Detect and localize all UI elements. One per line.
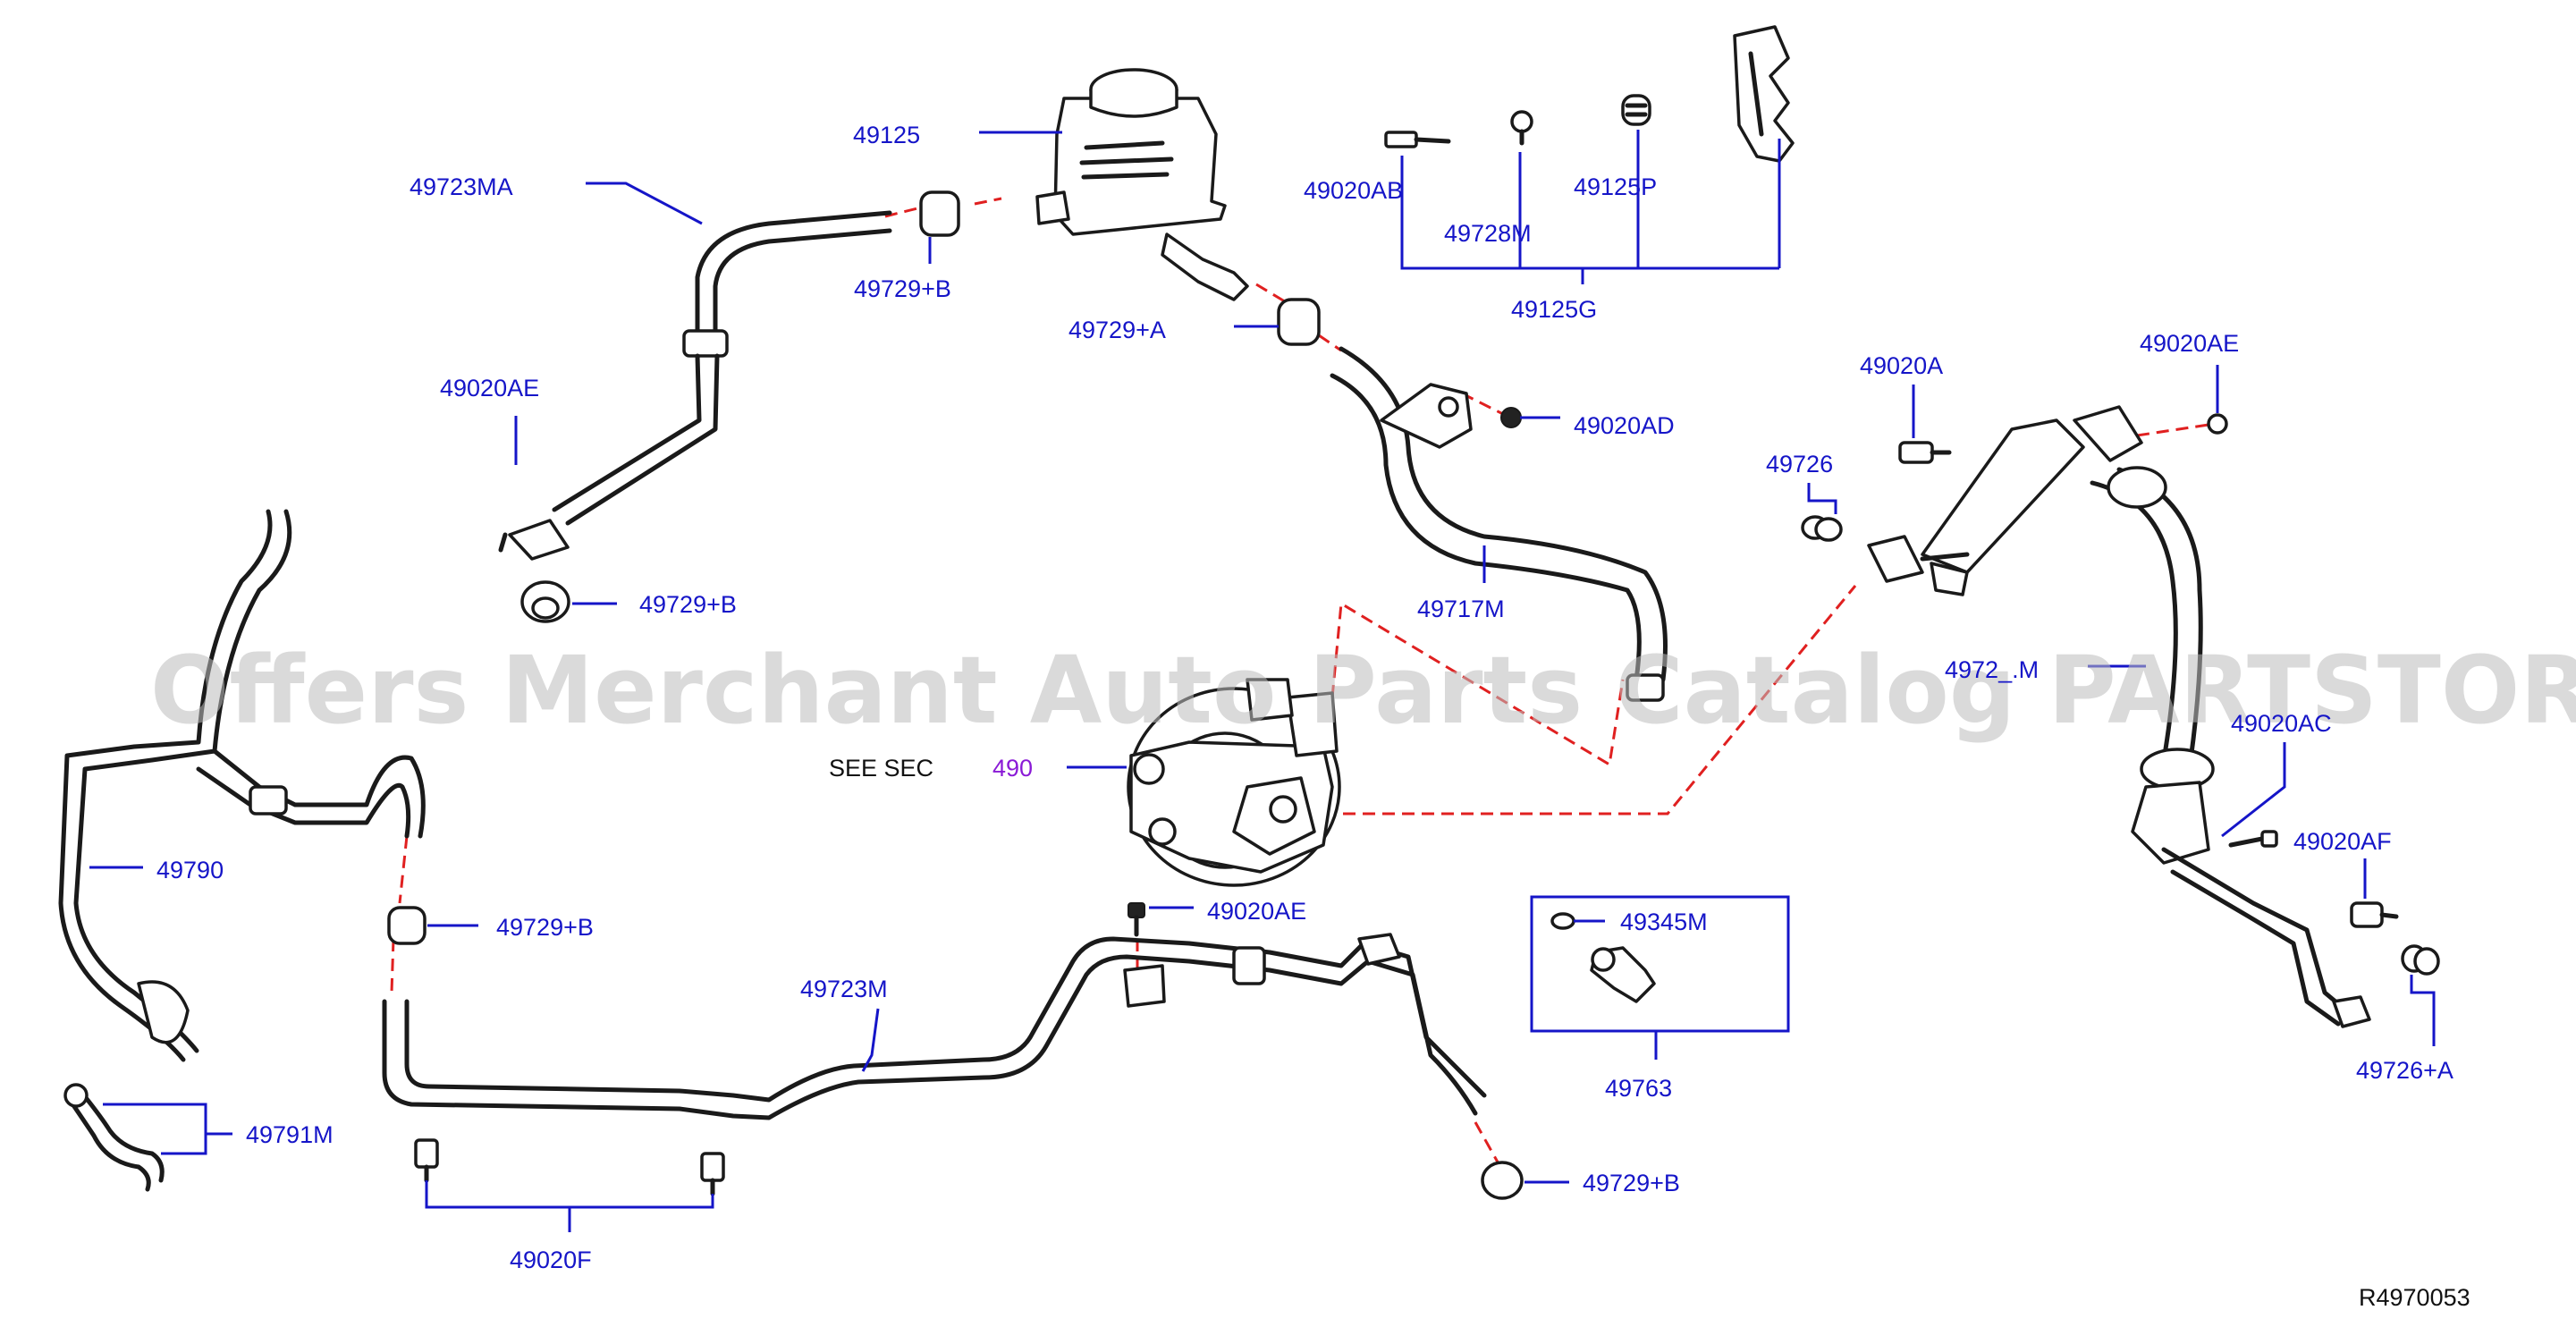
steering-pump: [1127, 678, 1341, 887]
leader-lines: [89, 131, 2436, 1232]
bolt-49020AE-right: [2207, 413, 2228, 435]
reservoir-tank: [1035, 68, 1249, 301]
label-49020AE-right: 49020AE: [2140, 330, 2239, 357]
label-49729B-top: 49729+B: [854, 275, 951, 302]
clamp-49729B-top: [919, 190, 960, 237]
label-49729A: 49729+A: [1068, 317, 1166, 343]
oring-49726: [1801, 515, 1843, 542]
reservoir-bracket: [1733, 25, 1795, 163]
label-49020A: 49020A: [1860, 352, 1943, 379]
label-49020AE-low: 49020AE: [1207, 898, 1306, 925]
label-49020AF: 49020AF: [2293, 828, 2392, 855]
nut-49020AD: [1500, 407, 1522, 428]
watermark-text: Offers Merchant Auto Parts Catalog PARTS…: [150, 636, 2576, 745]
pipe-49790: [58, 509, 426, 1062]
pipe-49723M: [382, 933, 1487, 1120]
label-49763: 49763: [1605, 1075, 1672, 1102]
hose-4972xM-right: [1867, 405, 2371, 1028]
connection-dashes: [390, 197, 2209, 1168]
label-49728M: 49728M: [1444, 220, 1532, 247]
label-49723MA: 49723MA: [410, 173, 513, 200]
label-49790: 49790: [156, 857, 224, 883]
label-49729B-mid: 49729+B: [639, 591, 737, 618]
label-4972xM: 4972_.M: [1945, 656, 2039, 683]
clamp-49729B-left: [520, 580, 570, 623]
oring-49726A: [2401, 944, 2440, 976]
fitting-49020F: [414, 1138, 725, 1196]
grommet-49125P: [1621, 94, 1651, 126]
label-49020AC: 49020AC: [2231, 710, 2332, 737]
label-49717M: 49717M: [1417, 596, 1505, 622]
label-49020F: 49020F: [510, 1247, 592, 1273]
label-49020AB: 49020AB: [1304, 177, 1403, 204]
label-49726: 49726: [1766, 451, 1833, 478]
bolt-49020AE-low: [1128, 902, 1145, 937]
label-49723M: 49723M: [800, 976, 888, 1002]
label-49345M: 49345M: [1620, 909, 1708, 935]
fastener-49728M: [1510, 110, 1533, 146]
switch-box-49763: [1530, 895, 1790, 1033]
hose-49723MA: [498, 210, 892, 561]
label-49729B-low: 49729+B: [496, 914, 594, 941]
hose-49717M: [1277, 298, 1668, 702]
section-ref-490[interactable]: 490: [992, 755, 1033, 782]
bolt-49020AC: [2228, 830, 2278, 848]
part-labels: 49125 49723MA 49729+B 49729+A 49020AB 49…: [156, 122, 2454, 1273]
clamp-49729B-bottom: [1481, 1161, 1524, 1200]
label-49125G: 49125G: [1511, 296, 1597, 323]
drawing-code: R4970053: [2359, 1284, 2470, 1311]
label-49125P: 49125P: [1574, 173, 1657, 200]
label-49020AE-left: 49020AE: [440, 375, 539, 401]
label-49020AD: 49020AD: [1574, 412, 1675, 439]
label-49791M: 49791M: [246, 1121, 334, 1148]
fastener-49020AB: [1384, 131, 1451, 148]
clamp-49729B-mid: [387, 906, 427, 945]
leader-49125G: [1400, 130, 1781, 284]
bolt-49020A: [1898, 441, 1952, 464]
fitting-49020AF: [2350, 901, 2399, 928]
hose-49791M: [63, 1083, 165, 1192]
label-49729B-bottom: 49729+B: [1583, 1170, 1680, 1196]
label-49726A: 49726+A: [2356, 1057, 2454, 1084]
see-sec-text: SEE SEC: [829, 755, 933, 782]
label-49125: 49125: [853, 122, 920, 148]
